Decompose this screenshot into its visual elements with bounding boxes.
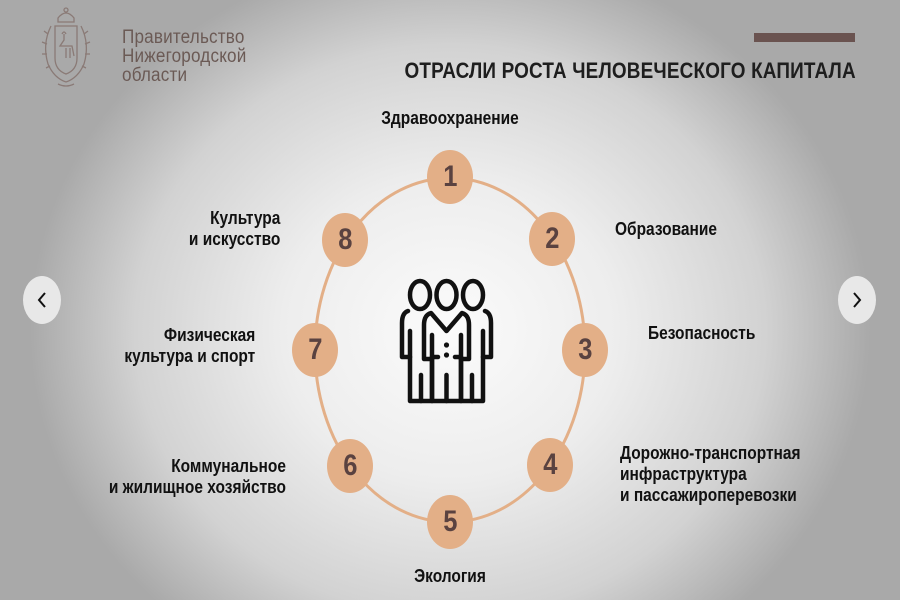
label-healthcare: Здравоохранение: [381, 108, 519, 129]
label-line: Образование: [615, 219, 718, 239]
label-education: Образование: [615, 219, 717, 240]
node-number: 3: [577, 333, 593, 366]
node-7: 7: [292, 323, 338, 377]
label-line: и жилищное хозяйство: [108, 477, 286, 497]
node-5: 5: [427, 495, 473, 549]
node-8: 8: [322, 213, 368, 267]
node-3: 3: [562, 323, 608, 377]
org-name-line-2: Нижегородской: [122, 46, 247, 67]
label-line: Дорожно-транспортная: [620, 443, 801, 463]
chevron-right-icon: [853, 292, 862, 308]
node-number: 1: [442, 160, 458, 193]
label-line: Экология: [414, 566, 486, 586]
label-ecology: Экология: [414, 566, 486, 587]
node-number: 2: [544, 222, 560, 255]
accent-bar: [754, 33, 855, 42]
node-number: 5: [442, 505, 458, 538]
label-housing-utilities: Коммунальное и жилищное хозяйство: [109, 456, 286, 498]
page-title: ОТРАСЛИ РОСТА ЧЕЛОВЕЧЕСКОГО КАПИТАЛА: [404, 58, 856, 83]
next-slide-button[interactable]: [838, 276, 876, 324]
node-number: 7: [307, 333, 323, 366]
label-culture: Культура и искусство: [189, 208, 280, 250]
label-line: культура и спорт: [124, 346, 255, 366]
people-group-icon: [399, 278, 494, 404]
prev-slide-button[interactable]: [23, 276, 61, 324]
org-name-line-1: Правительство: [122, 27, 245, 48]
label-line: и пассажироперевозки: [620, 485, 797, 505]
node-number: 4: [542, 448, 558, 481]
label-line: Здравоохранение: [381, 108, 519, 128]
organization-name: Правительство Нижегородской области: [122, 28, 246, 85]
node-4: 4: [527, 438, 573, 492]
label-line: и искусство: [188, 229, 280, 249]
label-line: Культура: [209, 208, 280, 228]
label-line: инфраструктура: [620, 464, 747, 484]
node-6: 6: [327, 439, 373, 493]
node-2: 2: [529, 212, 575, 266]
label-security: Безопасность: [648, 323, 755, 344]
label-line: Физическая: [163, 325, 255, 345]
node-1: 1: [427, 150, 473, 204]
label-sport: Физическая культура и спорт: [124, 325, 255, 367]
org-name-line-3: области: [122, 65, 188, 86]
coat-of-arms-icon: [41, 7, 91, 87]
node-number: 8: [337, 223, 353, 256]
node-number: 6: [342, 449, 358, 482]
label-transport: Дорожно-транспортная инфраструктура и па…: [620, 443, 801, 506]
label-line: Коммунальное: [171, 456, 286, 476]
chevron-left-icon: [37, 292, 46, 308]
label-line: Безопасность: [648, 323, 756, 343]
